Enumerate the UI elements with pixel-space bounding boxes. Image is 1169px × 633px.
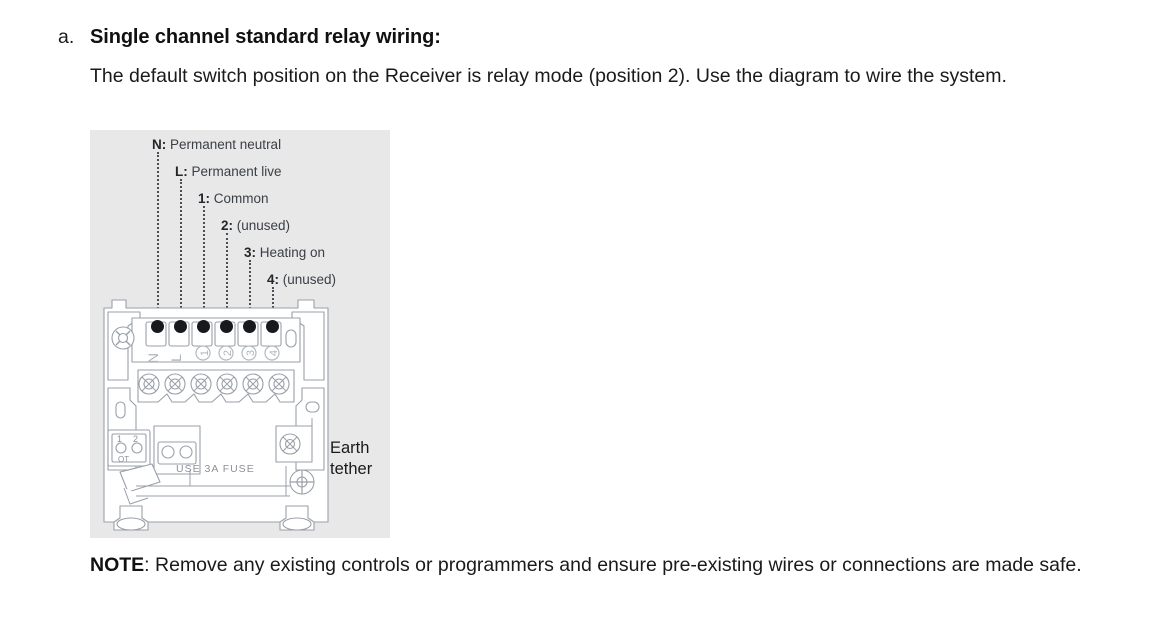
note-text: Remove any existing controls or programm… <box>155 554 1082 576</box>
leader-line-1 <box>203 206 207 332</box>
terminal-dot-1 <box>197 320 210 333</box>
svg-text:L: L <box>168 354 184 362</box>
section-paragraph: The default switch position on the Recei… <box>90 65 1007 87</box>
note-block: NOTE: Remove any existing controls or pr… <box>90 548 1090 583</box>
callout-2-text: (unused) <box>233 218 291 233</box>
callout-l: L: Permanent live <box>175 165 282 179</box>
leader-line-2 <box>226 233 230 332</box>
terminal-dot-n <box>151 320 164 333</box>
callout-4: 4: (unused) <box>267 273 336 287</box>
earth-tether-line1: Earth <box>330 439 370 457</box>
section-heading: Single channel standard relay wiring: <box>90 26 441 48</box>
receiver-line-art: N L 1 2 3 4 1 2 OT USE 3A FUSE <box>103 299 329 531</box>
svg-text:2: 2 <box>222 350 234 356</box>
note-label: NOTE <box>90 554 145 576</box>
list-item: a. Single channel standard relay wiring:… <box>58 24 1118 94</box>
terminal-dot-3 <box>243 320 256 333</box>
callout-1-key: 1: <box>198 191 211 206</box>
svg-text:3: 3 <box>245 350 257 356</box>
terminal-dot-4 <box>266 320 279 333</box>
earth-tether-label: Earth tether <box>330 438 372 480</box>
callout-1: 1: Common <box>198 192 269 206</box>
svg-text:4: 4 <box>268 350 280 356</box>
switch-position-2-label: 2 <box>133 434 138 444</box>
leader-line-n <box>157 152 161 332</box>
callout-3-text: Heating on <box>256 245 326 260</box>
callout-n-key: N: <box>152 137 167 152</box>
terminal-dot-l <box>174 320 187 333</box>
callout-n: N: Permanent neutral <box>152 138 281 152</box>
callout-l-key: L: <box>175 164 188 179</box>
callout-1-text: Common <box>210 191 269 206</box>
earth-tether-line2: tether <box>330 460 373 478</box>
callout-3-key: 3: <box>244 245 257 260</box>
terminal-dot-2 <box>220 320 233 333</box>
svg-text:N: N <box>145 353 161 363</box>
callout-l-text: Permanent live <box>187 164 282 179</box>
note-separator: : <box>144 554 156 576</box>
callout-3: 3: Heating on <box>244 246 325 260</box>
list-marker: a. <box>58 26 75 48</box>
leader-line-3 <box>249 260 253 332</box>
svg-text:1: 1 <box>199 350 211 356</box>
switch-position-1-label: 1 <box>117 434 122 444</box>
callout-4-key: 4: <box>267 272 280 287</box>
list-item-body: Single channel standard relay wiring: Th… <box>90 24 1118 94</box>
callout-4-text: (unused) <box>279 272 337 287</box>
callout-2: 2: (unused) <box>221 219 290 233</box>
fuse-rating-text: USE 3A FUSE <box>176 463 255 475</box>
wiring-diagram-figure: N: Permanent neutral L: Permanent live 1… <box>90 130 390 538</box>
switch-off-label: OT <box>118 455 129 464</box>
callout-2-key: 2: <box>221 218 234 233</box>
callout-n-text: Permanent neutral <box>166 137 282 152</box>
leader-line-l <box>180 179 184 332</box>
